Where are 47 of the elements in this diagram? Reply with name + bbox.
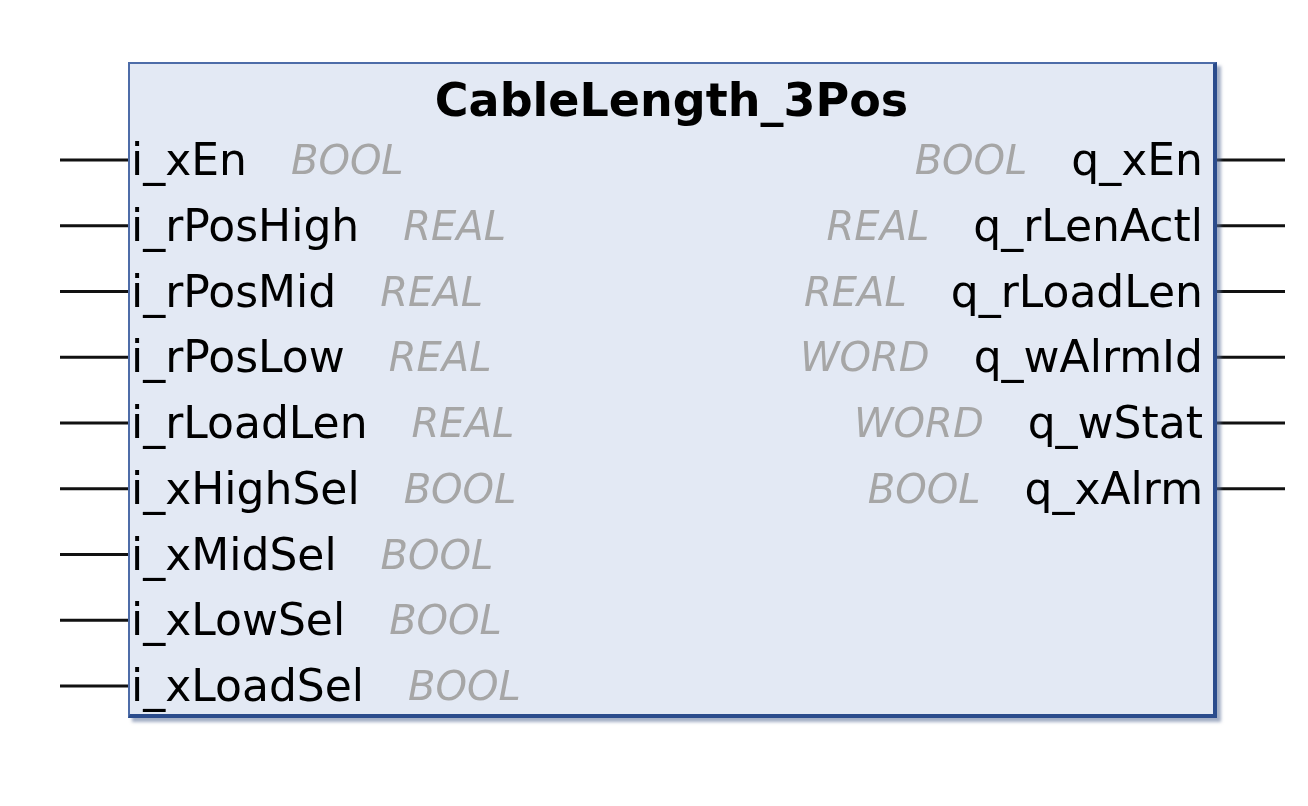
pin-line <box>1217 355 1285 359</box>
pin-name: i_xHighSel <box>131 462 360 515</box>
pin-line <box>1217 158 1285 162</box>
pin-line <box>60 290 128 293</box>
pin-name: i_xLowSel <box>131 594 346 647</box>
pin-line <box>60 421 128 425</box>
pin-name: i_rPosHigh <box>131 199 360 252</box>
data-type: BOOL <box>290 136 404 185</box>
pin-line <box>1217 224 1285 228</box>
pin-line <box>60 553 128 556</box>
data-type: BOOL <box>408 662 521 711</box>
pin-line <box>1217 421 1285 425</box>
data-type: REAL <box>388 333 492 383</box>
data-type: WORD <box>800 333 930 383</box>
pin-name: q_wStat <box>1027 397 1203 449</box>
pin-name: q_rLoadLen <box>950 265 1203 318</box>
pin-name: i_xMidSel <box>131 528 337 581</box>
pin-name: q_xEn <box>1071 134 1203 186</box>
data-type: BOOL <box>403 464 517 514</box>
data-type: REAL <box>804 267 907 317</box>
pin-name: i_xEn <box>131 134 247 186</box>
block-title: CableLength_3Pos <box>434 72 909 128</box>
pin-line <box>1217 487 1285 491</box>
data-type: REAL <box>380 267 483 317</box>
pin-line <box>60 224 128 228</box>
pin-name: q_xAlrm <box>1024 462 1203 515</box>
pin-name: q_wAlrmId <box>973 331 1203 384</box>
data-type: REAL <box>411 399 515 448</box>
pin-line <box>60 684 128 688</box>
data-type: REAL <box>403 201 506 251</box>
data-type: BOOL <box>389 596 502 646</box>
data-type: WORD <box>854 399 984 448</box>
pin-line <box>60 618 128 622</box>
pin-line <box>1217 290 1285 293</box>
data-type: BOOL <box>867 464 981 514</box>
pin-name: q_rLenActl <box>973 199 1203 252</box>
pin-line <box>60 158 128 162</box>
pin-name: i_rPosLow <box>131 331 345 384</box>
data-type: BOOL <box>914 136 1028 185</box>
function-block <box>128 62 1217 718</box>
pin-line <box>60 487 128 491</box>
pin-name: i_xLoadSel <box>131 660 365 712</box>
data-type: BOOL <box>380 530 494 580</box>
pin-line <box>60 355 128 359</box>
pin-name: i_rPosMid <box>131 265 337 318</box>
data-type: REAL <box>826 201 930 251</box>
pin-name: i_rLoadLen <box>131 397 368 449</box>
